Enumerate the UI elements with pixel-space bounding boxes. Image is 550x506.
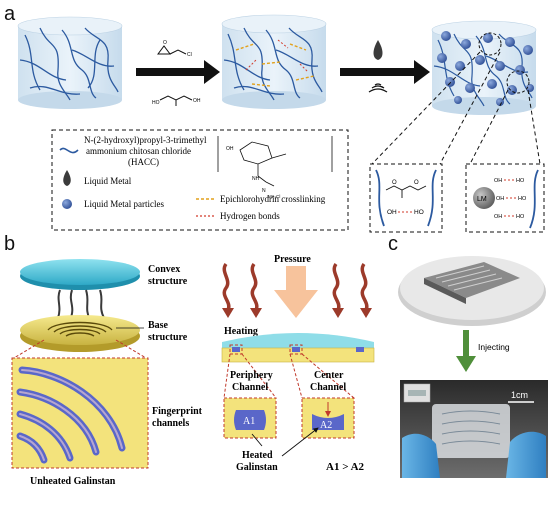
- fingerprint-label-1: Fingerprint: [152, 406, 203, 417]
- a1-label: A1: [243, 416, 255, 427]
- lm-ho1: HO: [516, 178, 525, 184]
- hydrogel-cylinder-1: [17, 16, 123, 109]
- glycerol-structure: [159, 95, 193, 106]
- hbond-marks: [245, 39, 309, 73]
- crosslinked-chains: [223, 27, 323, 101]
- convex-label-2: structure: [148, 276, 188, 287]
- zoom-o1-label: O: [392, 180, 397, 186]
- center-label-1: Center: [314, 370, 344, 381]
- legend-lm-particles: Liquid Metal particles: [84, 199, 164, 209]
- base-label-1: Base: [148, 320, 169, 331]
- hacc-nh-label: NH: [252, 176, 260, 182]
- heated-label-1: Heated: [242, 450, 273, 461]
- legend-hacc-line1: N-(2-hydroxyl)propyl-3-trimethyl: [84, 135, 207, 145]
- hacc-structure: [217, 136, 333, 187]
- hacc-n-label: N: [262, 188, 266, 194]
- hacc-chain-icon: [59, 147, 79, 154]
- base-disk: [20, 315, 140, 352]
- injecting-arrow: [456, 330, 476, 372]
- crosslink-marks: [235, 43, 315, 87]
- wavy-heat-arrows: [222, 262, 369, 311]
- polymer-chains: [19, 27, 119, 101]
- panel-c: c Injecting: [388, 233, 548, 478]
- legend-hacc-line2: ammonium chitosan chloride: [86, 146, 191, 156]
- heated-label-2: Galinstan: [236, 462, 278, 473]
- panel-a: a O: [4, 3, 545, 233]
- svg-text:O: O: [163, 40, 167, 46]
- panel-b: b Convex structure Base struct: [4, 233, 375, 487]
- epichlorohydrin-structure: [157, 45, 187, 55]
- panel-a-letter: a: [4, 3, 16, 25]
- legend-crosslinking: Epichlorohydrin crosslinking: [220, 194, 326, 204]
- liquid-metal-droplet-icon: [373, 40, 383, 60]
- zoom-circle-left: [478, 32, 502, 56]
- zoom-lines: [371, 51, 541, 165]
- arrow-sonication: [340, 40, 430, 93]
- panel-b-letter: b: [4, 233, 15, 255]
- scale-label: 1cm: [511, 390, 528, 400]
- convex-label-1: Convex: [148, 264, 180, 275]
- legend-liquid-metal: Liquid Metal: [84, 176, 132, 186]
- ultrasound-icon: [368, 83, 388, 93]
- zoom-o2-label: O: [414, 180, 419, 186]
- liquid-metal-icon: [63, 170, 71, 186]
- a2-label: A2: [320, 420, 332, 431]
- legend-hydrogen-bonds: Hydrogen bonds: [220, 211, 280, 221]
- base-label-2: structure: [148, 332, 188, 343]
- glycerol-oh-label: OH: [193, 98, 201, 104]
- center-channel-box: A2: [301, 397, 355, 439]
- zoom-box-crosslink: O O OH HO: [369, 163, 443, 233]
- fingerprint-box: [11, 357, 149, 469]
- lm-ho2: HO: [518, 196, 527, 202]
- lm-sphere: [473, 187, 495, 209]
- periphery-label-2: Channel: [232, 382, 268, 393]
- fingerprint-zoom-lines: [13, 339, 147, 359]
- zoom-circle-right: [506, 70, 530, 94]
- zoom-box-lm: LM OH HO OH HO OH HO: [465, 163, 545, 233]
- arrow-crosslink: O Cl HO OH: [136, 40, 220, 106]
- panel-c-letter: c: [388, 233, 398, 255]
- lm-oh3: OH: [494, 214, 502, 220]
- zoom-ho-label: HO: [414, 209, 424, 216]
- heating-label: Heating: [224, 326, 258, 337]
- lm-particles: [437, 31, 534, 106]
- fingerprint-label-2: channels: [152, 418, 189, 429]
- hydrogel-cylinder-2: [221, 14, 327, 109]
- legend-box: N-(2-hydroxyl)propyl-3-trimethyl ammoniu…: [51, 129, 349, 231]
- center-label-2: Channel: [310, 382, 346, 393]
- hacc-oh-label: OH: [226, 146, 234, 152]
- lm-particle-icon: [62, 199, 72, 209]
- lm-ho3: HO: [516, 214, 525, 220]
- device-photo-top: [398, 256, 546, 326]
- compare-label: A1 > A2: [326, 461, 365, 473]
- lm-label: LM: [477, 196, 487, 203]
- heated-lid: [222, 333, 374, 348]
- svg-text:Cl: Cl: [187, 52, 192, 58]
- right-glove: [506, 431, 546, 478]
- pressure-label: Pressure: [274, 254, 311, 265]
- injecting-label: Injecting: [478, 342, 510, 352]
- zoom-oh-label: OH: [387, 209, 397, 216]
- convex-lid: [20, 259, 140, 290]
- periphery-label-1: Periphery: [230, 370, 273, 381]
- pressure-arrow: [274, 266, 318, 318]
- hacc-me-label: Me₃Cl: [268, 194, 280, 199]
- device-photo-bottom: 1cm: [400, 380, 548, 478]
- periphery-channel-box: A1: [223, 397, 277, 439]
- hydrogel-cylinder-3: [431, 20, 537, 115]
- legend-hacc-line3: (HACC): [128, 157, 159, 167]
- lm-oh2: OH: [496, 196, 504, 202]
- lm-oh1: OH: [494, 178, 502, 184]
- svg-text:HO: HO: [152, 100, 160, 106]
- left-glove: [402, 433, 440, 478]
- unheated-label: Unheated Galinstan: [30, 476, 116, 487]
